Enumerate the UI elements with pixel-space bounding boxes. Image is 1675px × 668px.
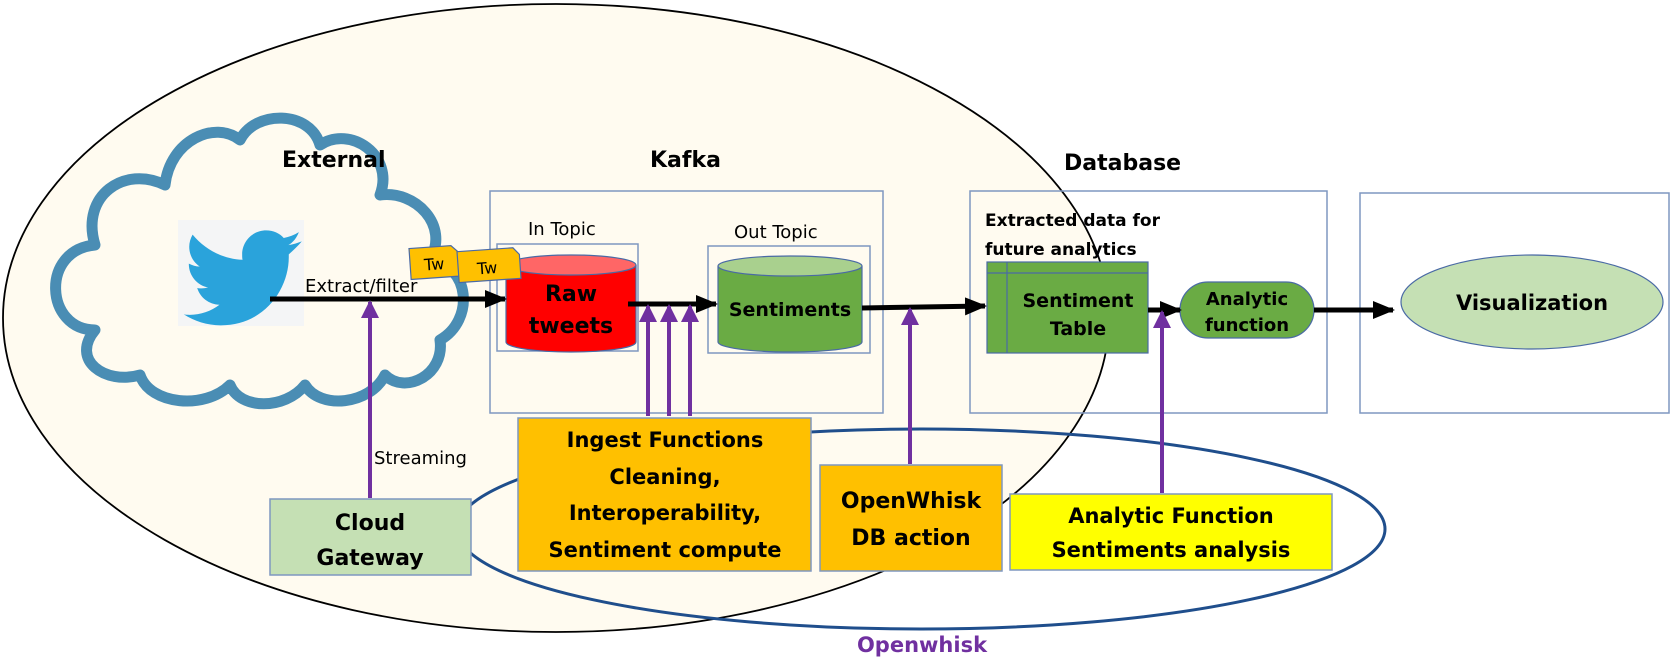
database-caption-line1: Extracted data for: [985, 211, 1161, 231]
cloud-gateway-line1: Cloud: [335, 511, 405, 536]
sentiments-label: Sentiments: [729, 299, 851, 321]
sentiment-table: Sentiment Table: [986, 261, 1149, 354]
visualization-container: [1359, 192, 1670, 414]
sentiment-table-line1: Sentiment: [1023, 290, 1134, 312]
ingest-line4: Sentiment compute: [549, 538, 782, 562]
db-action-line1: OpenWhisk: [841, 489, 983, 514]
raw-tweets-label-line2: tweets: [529, 314, 613, 339]
analytic-function-box: [1009, 493, 1333, 571]
ingest-line1: Ingest Functions: [567, 428, 764, 452]
extract-filter-label: Extract/filter: [305, 276, 418, 297]
analytic-box-line2: Sentiments analysis: [1052, 538, 1291, 562]
cloud-gateway-box: [269, 498, 472, 576]
database-heading: Database: [1064, 151, 1181, 176]
tweet-card-1: Tw: [408, 245, 460, 281]
streaming-label: Streaming: [374, 448, 467, 469]
analytic-function-node: Analytic function: [1179, 281, 1315, 339]
analytic-function-line1: Analytic: [1206, 289, 1288, 310]
kafka-heading: Kafka: [650, 148, 721, 173]
tweet-card-label: Tw: [422, 254, 444, 274]
ingest-line2: Cleaning,: [609, 465, 720, 489]
sentiments-to-table-arrow: [861, 297, 987, 316]
raw-tweets-label-line1: Raw: [545, 282, 597, 307]
tweet-card-label: Tw: [475, 258, 497, 278]
ingest-line3: Interoperability,: [569, 501, 761, 525]
db-action-line2: DB action: [851, 526, 970, 551]
out-topic-label: Out Topic: [734, 222, 818, 243]
ingest-functions-box: [517, 417, 812, 572]
database-caption-line2: future analytics: [985, 240, 1137, 260]
twitter-bird-icon: [183, 230, 302, 326]
db-action-box: [819, 464, 1003, 572]
external-heading: External: [282, 148, 386, 173]
analytic-box-line1: Analytic Function: [1068, 504, 1274, 528]
tweet-card-2: Tw: [456, 247, 522, 284]
analytic-function-line2: function: [1205, 315, 1289, 336]
cloud-gateway-line2: Gateway: [316, 546, 423, 571]
sentiments-cylinder: Sentiments: [717, 255, 863, 353]
in-topic-label: In Topic: [528, 219, 596, 240]
sentiment-table-line2: Table: [1050, 318, 1106, 340]
visualization-label: Visualization: [1456, 291, 1608, 315]
visualization-node: [1400, 254, 1664, 350]
raw-tweets-cylinder: Raw tweets: [505, 254, 637, 353]
openwhisk-heading: Openwhisk: [857, 633, 988, 657]
